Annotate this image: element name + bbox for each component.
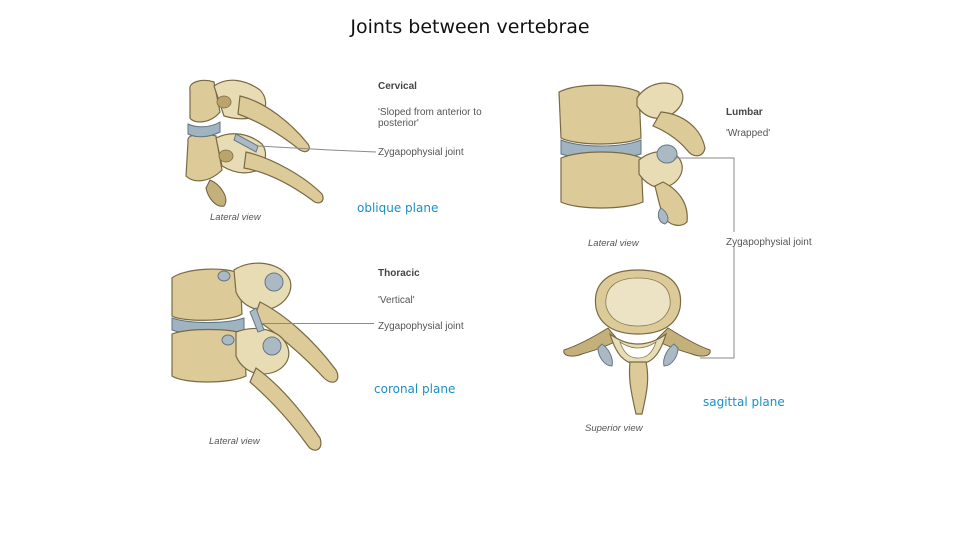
- lumbar-heading: Lumbar: [726, 107, 763, 118]
- cervical-view-label: Lateral view: [210, 212, 261, 223]
- cervical-heading: Cervical: [378, 81, 417, 92]
- cervical-joint-label: Zygapophysial joint: [378, 147, 464, 158]
- slide-title: Joints between vertebrae: [350, 16, 590, 38]
- cervical-leader-line: [257, 145, 377, 153]
- thoracic-leader-line: [262, 323, 374, 324]
- cervical-plane-label: oblique plane: [357, 201, 439, 215]
- cervical-orientation: 'Sloped from anterior to posterior': [378, 107, 482, 129]
- thoracic-joint-label: Zygapophysial joint: [378, 321, 464, 332]
- lumbar-plane-label: sagittal plane: [703, 395, 785, 409]
- lumbar-orientation: 'Wrapped': [726, 128, 771, 139]
- thoracic-orientation: 'Vertical': [378, 295, 415, 306]
- lumbar-leader-lines: [674, 157, 735, 359]
- lumbar-superior-illustration: [562, 268, 712, 418]
- lumbar-joint-label: Zygapophysial joint: [726, 237, 812, 248]
- lumbar-superior-view-label: Superior view: [585, 423, 643, 434]
- thoracic-illustration: [164, 258, 354, 463]
- thoracic-view-label: Lateral view: [209, 436, 260, 447]
- thoracic-plane-label: coronal plane: [374, 382, 456, 396]
- cervical-illustration: [180, 72, 340, 212]
- lumbar-lateral-illustration: [553, 78, 723, 228]
- lumbar-lateral-view-label: Lateral view: [588, 238, 639, 249]
- thoracic-heading: Thoracic: [378, 268, 420, 279]
